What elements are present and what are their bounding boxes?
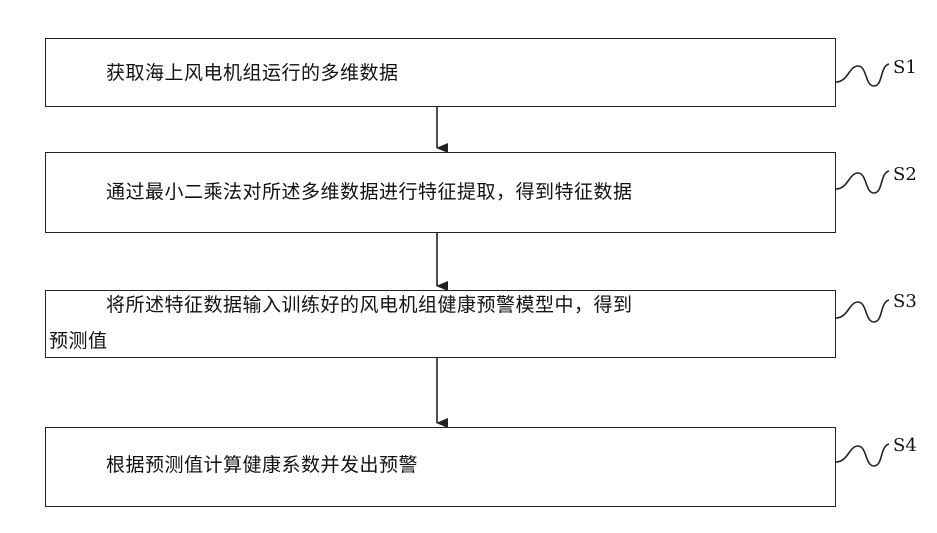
step-text-s3-line2: 预测值: [49, 326, 108, 356]
step-text-s2: 通过最小二乘法对所述多维数据进行特征提取，得到特征数据: [106, 177, 633, 207]
step-text-s3-line1: 将所述特征数据输入训练好的风电机组健康预警模型中，得到: [106, 290, 633, 320]
leader-squiggle-s1: [836, 64, 889, 86]
step-label-s2: S2: [893, 165, 917, 185]
step-text-s4: 根据预测值计算健康系数并发出预警: [106, 450, 418, 480]
step-text-s1: 获取海上风电机组运行的多维数据: [106, 58, 399, 88]
step-label-s4: S4: [893, 436, 917, 456]
leader-squiggle-s3: [836, 300, 889, 322]
step-label-s1: S1: [893, 58, 917, 78]
step-label-s3: S3: [893, 292, 917, 312]
leader-squiggle-s2: [836, 171, 889, 193]
leader-squiggle-s4: [836, 444, 889, 466]
